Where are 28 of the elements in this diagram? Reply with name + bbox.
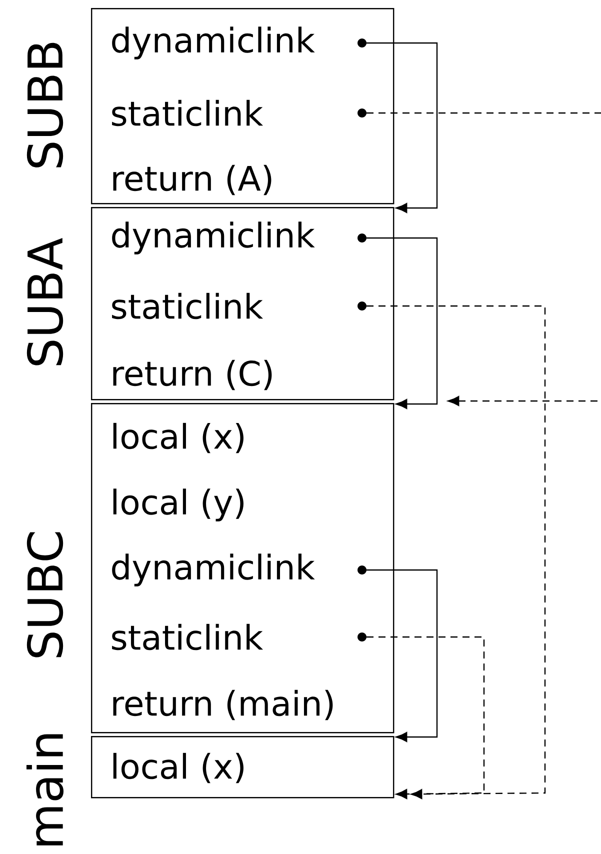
stack-slot: dynamiclink	[112, 554, 366, 586]
stack-slot: return (C)	[113, 360, 272, 390]
stack-slot: staticlink	[112, 624, 366, 650]
link-arrow	[366, 636, 485, 800]
node-label: SUBA	[26, 238, 64, 366]
link-arrow	[366, 112, 601, 406]
stack-slot: return (A)	[113, 164, 272, 196]
node-label: SUBB	[26, 42, 64, 168]
link-arrow	[366, 569, 438, 742]
stack-slot: staticlink	[112, 292, 366, 320]
stack-slot: local (y)	[113, 488, 244, 522]
node-label: staticlink	[112, 100, 264, 126]
node-label: main	[26, 734, 64, 846]
node-label: staticlink	[112, 624, 264, 650]
stack-slot: dynamiclink	[112, 26, 366, 60]
node-label: dynamiclink	[112, 554, 315, 586]
stack-slot: return (main)	[113, 690, 333, 720]
node-label: dynamiclink	[112, 222, 315, 254]
node-label: staticlink	[112, 292, 264, 320]
link-arrow	[366, 305, 546, 800]
stack-slot: local (x)	[113, 422, 244, 454]
stack-slot: local (x)	[113, 752, 244, 784]
stack-slot: dynamiclink	[112, 222, 366, 254]
node-label: SUBC	[26, 532, 64, 658]
node-label: dynamiclink	[112, 26, 315, 60]
link-arrow	[366, 42, 438, 213]
link-arrow	[366, 237, 438, 409]
stack-slot: staticlink	[112, 100, 366, 126]
